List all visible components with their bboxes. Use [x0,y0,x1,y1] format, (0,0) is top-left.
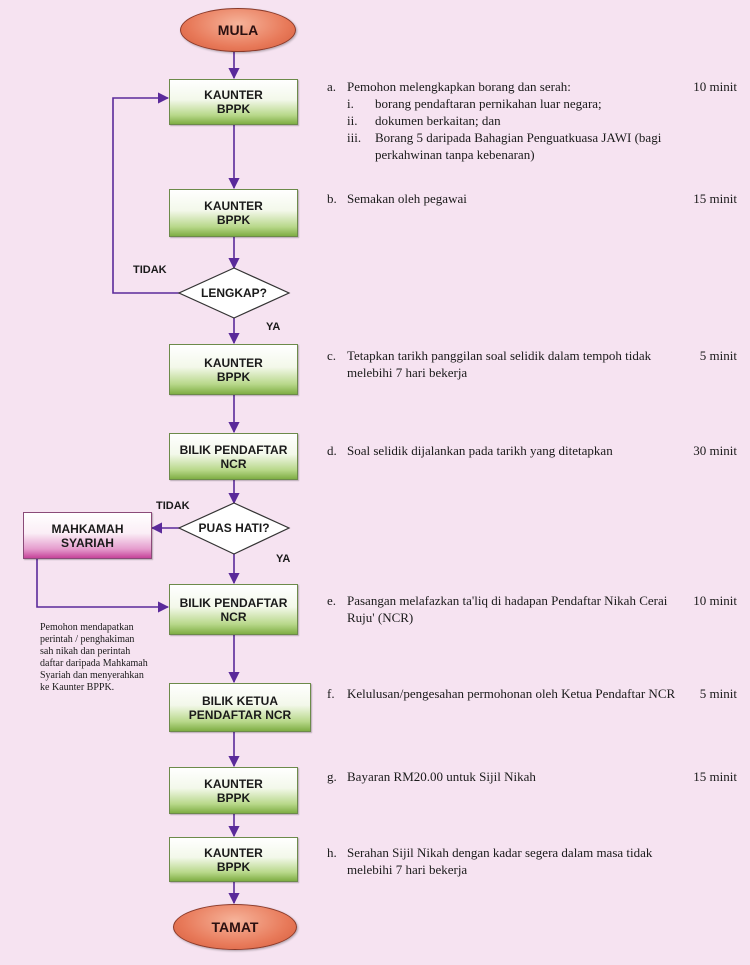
box-line2: BPPK [216,213,251,227]
step-f: f. Kelulusan/pengesahan permohonan oleh … [327,685,737,725]
step-time: 15 minit [693,191,737,206]
box-line2: NCR [220,456,247,471]
process-box-bilik-ketua: BILIK KETUA PENDAFTAR NCR [169,683,311,732]
mahkamah-note: Pemohon mendapatkan perintah / penghakim… [40,622,148,693]
step-text: Bayaran RM20.00 untuk Sijil Nikah [347,769,536,784]
step-h: h. Serahan Sijil Nikah dengan kadar sege… [327,844,737,884]
decision-puas-shape [177,502,291,555]
box-line2: BPPK [216,369,251,384]
process-box-kaunter-2: KAUNTER BPPK [169,189,298,237]
end-oval: TAMAT [173,904,297,950]
decision-lengkap-label: LENGKAP? [201,286,267,300]
step-letter: c. [327,348,337,363]
step-time: 5 minit [699,686,737,701]
box-line1: BILIK PENDAFTAR [179,595,288,610]
step-text: Soal selidik dijalankan pada tarikh yang… [347,443,613,458]
step-text: Tetapkan tarikh panggilan soal selidik d… [347,348,652,380]
step-time: 5 minit [699,348,737,363]
step-c: c. Tetapkan tarikh panggilan soal selidi… [327,347,737,387]
process-box-kaunter-3: KAUNTER BPPK [169,344,298,395]
box-line2: BPPK [216,102,251,116]
box-line2: SYARIAH [61,535,114,550]
label-ya-2: YA [276,553,291,565]
box-line2: BPPK [216,790,251,805]
step-text: Pemohon melengkapkan borang dan serah: [347,79,571,94]
step-time: 10 minit [693,79,737,94]
label-tidak-2: TIDAK [156,500,190,512]
step-letter: a. [327,79,337,94]
box-line1: KAUNTER [204,88,263,102]
box-line1: KAUNTER [204,845,263,860]
step-d: d. Soal selidik dijalankan pada tarikh y… [327,442,737,462]
box-line2: PENDAFTAR NCR [188,707,292,722]
process-box-mahkamah-syariah: MAHKAMAH SYARIAH [23,512,152,559]
step-letter: h. [327,845,337,860]
box-line1: KAUNTER [204,355,263,370]
step-time: 15 minit [693,769,737,784]
box-line1: KAUNTER [204,776,263,791]
process-box-kaunter-4: KAUNTER BPPK [169,767,298,814]
step-letter: e. [327,593,337,608]
step-letter: b. [327,191,337,206]
step-g: g. Bayaran RM20.00 untuk Sijil Nikah 15 … [327,768,737,788]
process-box-kaunter-1: KAUNTER BPPK [169,79,298,125]
sub-text: borang pendaftaran pernikahan luar negar… [375,96,602,111]
box-line1: MAHKAMAH [51,521,124,536]
step-a-sub-2: ii. dokumen berkaitan; dan [347,112,677,129]
box-line1: BILIK KETUA [202,693,278,708]
label-tidak-1: TIDAK [133,264,167,276]
step-letter: d. [327,443,337,458]
step-e: e. Pasangan melafazkan ta'liq di hadapan… [327,592,737,632]
decision-puas-label: PUAS HATI? [198,521,270,535]
box-line1: BILIK PENDAFTAR [179,442,288,457]
start-oval: MULA [180,8,296,52]
arrow-lengkap-tidak-loop [112,92,180,294]
sub-text: dokumen berkaitan; dan [375,113,501,128]
step-text: Pasangan melafazkan ta'liq di hadapan Pe… [347,593,668,625]
sub-text: Borang 5 daripada Bahagian Penguatkuasa … [375,130,662,162]
box-line2: NCR [220,609,247,624]
step-text: Kelulusan/pengesahan permohonan oleh Ket… [347,686,676,701]
box-line1: KAUNTER [204,199,263,213]
process-box-bilik-pendaftar-2: BILIK PENDAFTAR NCR [169,584,298,635]
box-line2: BPPK [216,859,251,874]
step-b: b. Semakan oleh pegawai 15 minit [327,190,737,210]
step-letter: f. [327,686,335,701]
step-text: Semakan oleh pegawai [347,191,467,206]
step-time: 30 minit [693,443,737,458]
process-box-kaunter-5: KAUNTER BPPK [169,837,298,882]
step-a-sub-1: i. borang pendaftaran pernikahan luar ne… [347,95,677,112]
step-time: 10 minit [693,593,737,608]
label-ya-1: YA [266,321,281,333]
decision-lengkap-shape [177,267,291,319]
sub-num: iii. [347,130,362,145]
step-letter: g. [327,769,337,784]
sub-num: ii. [347,113,358,128]
step-a: a. Pemohon melengkapkan borang dan serah… [327,78,737,168]
sub-num: i. [347,96,354,111]
process-box-bilik-pendaftar-1: BILIK PENDAFTAR NCR [169,433,298,480]
arrow-mahkamah-to-box5 [36,559,170,613]
step-text: Serahan Sijil Nikah dengan kadar segera … [347,845,653,877]
step-a-sub-3: iii. Borang 5 daripada Bahagian Penguatk… [347,129,677,163]
